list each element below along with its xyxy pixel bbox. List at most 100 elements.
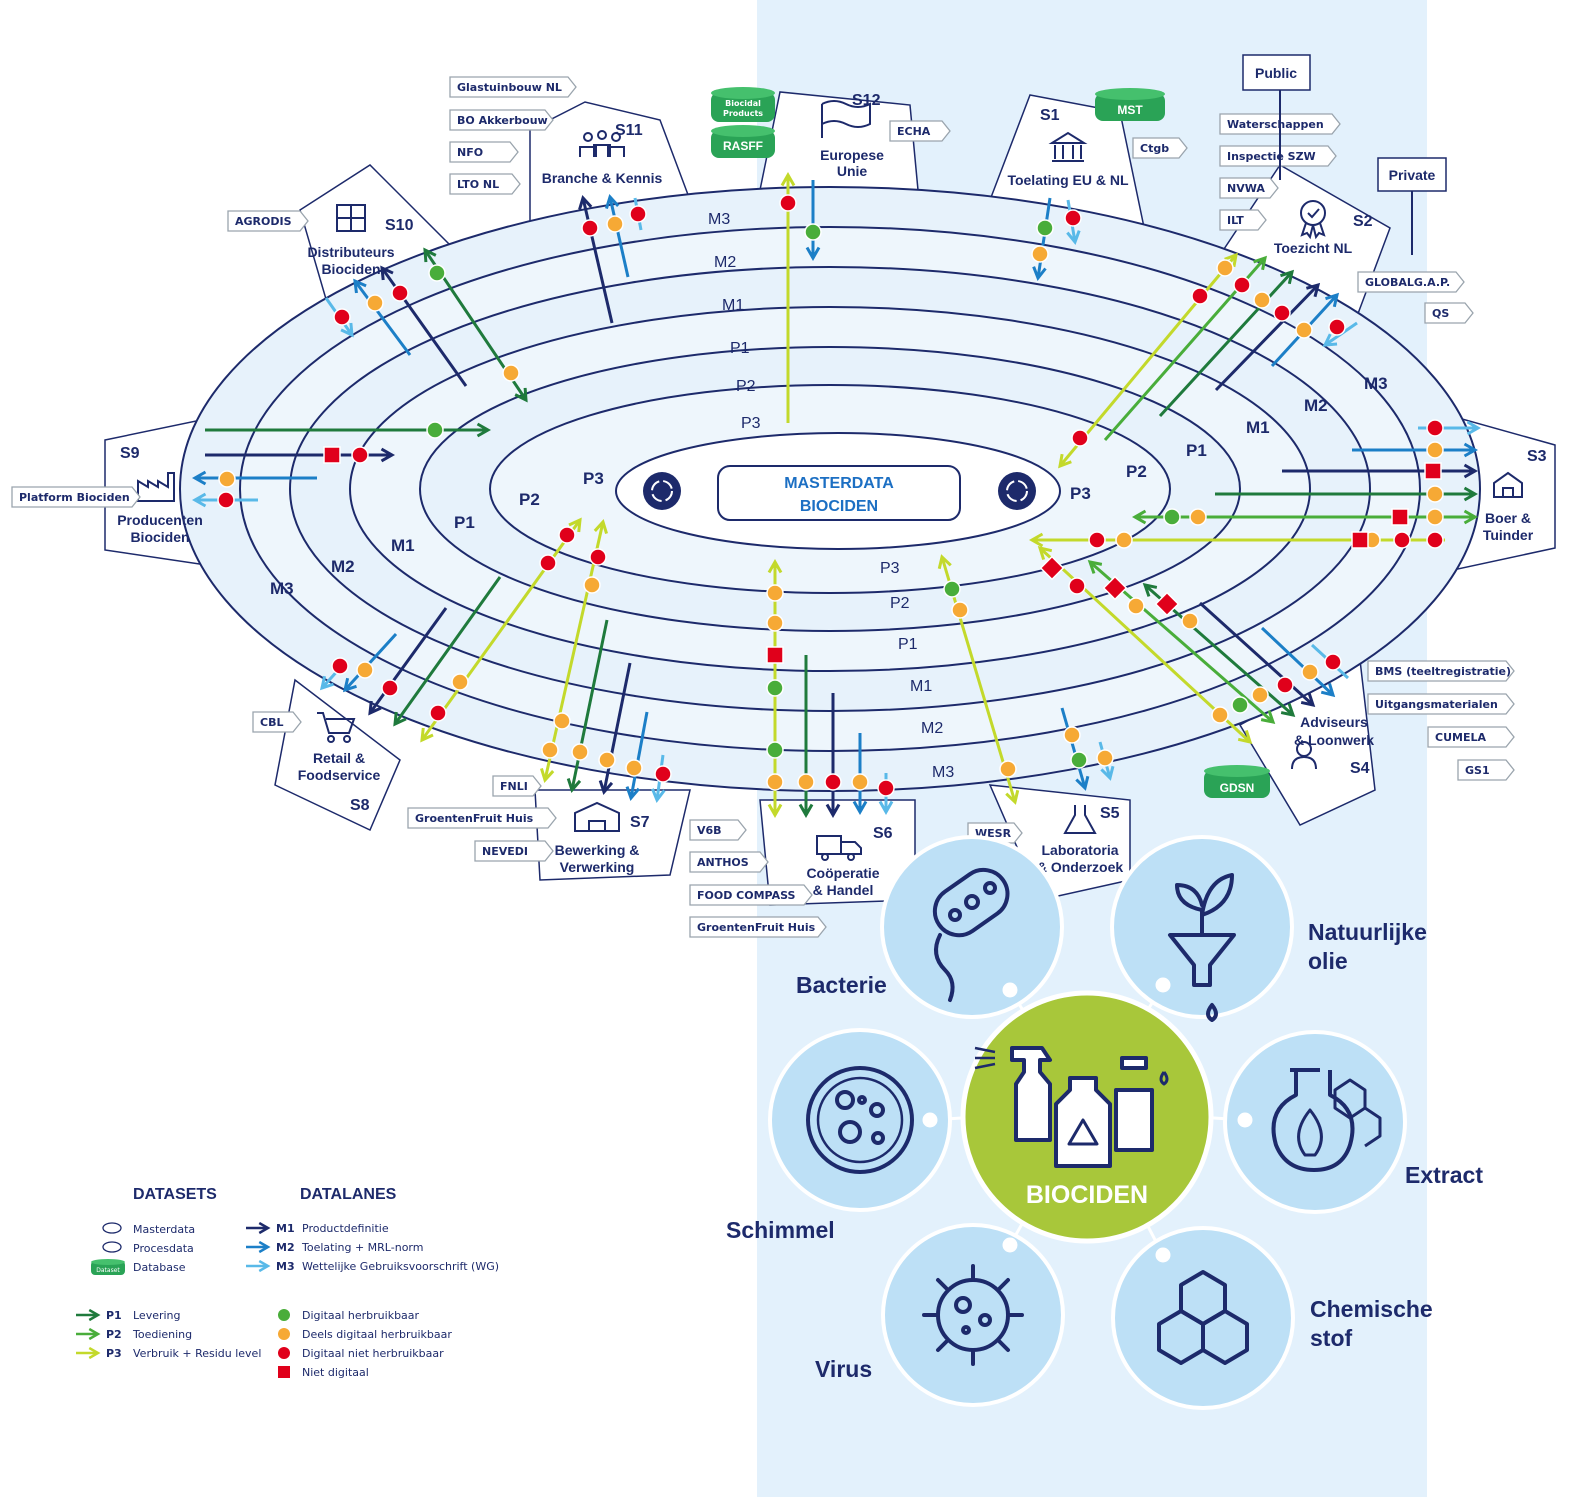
status-square xyxy=(1351,531,1369,549)
status-dot xyxy=(999,760,1017,778)
status-diamond xyxy=(1039,555,1065,581)
tag-label: ECHA xyxy=(897,125,931,138)
status-dot xyxy=(766,679,784,697)
db-rasff: RASFF xyxy=(723,139,763,153)
chemische-stof-bubble[interactable] xyxy=(1111,1226,1295,1410)
tag-s6-1[interactable]: ANTHOS xyxy=(689,851,769,873)
tag-s8-0[interactable]: CBL xyxy=(252,711,302,733)
legend-masterdata-symbol xyxy=(102,1222,122,1234)
legend-datasets-title: DATASETS xyxy=(133,1186,217,1203)
lane-label-right-m3: M3 xyxy=(1364,374,1388,393)
virus-bubble[interactable] xyxy=(881,1223,1065,1407)
arrow-s4-m1 xyxy=(1198,601,1316,708)
tag-s6-0[interactable]: V6B xyxy=(689,819,747,841)
status-dot xyxy=(1068,577,1086,595)
db-mst: MST xyxy=(1117,103,1143,117)
status-dot xyxy=(766,773,784,791)
tag-s1-0[interactable]: Ctgb xyxy=(1132,137,1188,159)
stakeholder-name2-s3: Tuinder xyxy=(1483,527,1534,543)
tag-s11-0[interactable]: Glastuinbouw NL xyxy=(449,76,577,98)
status-square xyxy=(323,446,341,464)
arrow-s2-p3 xyxy=(1058,252,1238,469)
status-dot xyxy=(797,773,815,791)
bacterie-bubble[interactable] xyxy=(880,835,1064,1019)
legend-status-label: Digitaal herbruikbaar xyxy=(302,1309,420,1322)
status-dot xyxy=(571,743,589,761)
arrow-s7-m2 xyxy=(625,711,649,801)
arrow-s8-m2 xyxy=(342,632,398,693)
virus-icon xyxy=(922,1264,1024,1366)
tag-label: ANTHOS xyxy=(697,856,749,869)
status-dot xyxy=(779,194,797,212)
arrow-s2-p1 xyxy=(1158,269,1295,418)
masterdata-box[interactable] xyxy=(717,465,961,521)
legend-procesdata: Procesdata xyxy=(133,1242,194,1255)
status-dot xyxy=(1064,209,1082,227)
lane-label-top-m1: M1 xyxy=(722,297,744,314)
biociden-cluster: BIOCIDEN Bacterie Natuurlijke olie Extra… xyxy=(726,835,1483,1410)
tag-s11-2[interactable]: NFO xyxy=(449,141,519,163)
label-stof: stof xyxy=(1310,1325,1353,1351)
status-square xyxy=(1424,462,1442,480)
tag-label: Platform Biociden xyxy=(19,491,130,504)
tag-s7-0[interactable]: FNLI xyxy=(492,775,542,797)
tag-label: Inspectie SZW xyxy=(1227,150,1316,163)
flag-private: Private xyxy=(1377,157,1447,255)
schimmel-bubble[interactable] xyxy=(768,1028,952,1212)
tag-s2-5[interactable]: QS xyxy=(1424,302,1474,324)
tag-s12-0[interactable]: ECHA xyxy=(889,120,951,142)
status-dot xyxy=(629,205,647,223)
tag-s2-2[interactable]: NVWA xyxy=(1219,177,1279,199)
tag-s11-1[interactable]: BO Akkerbouw xyxy=(449,109,554,131)
tag-label: QS xyxy=(1432,307,1449,320)
tag-s4-2[interactable]: CUMELA xyxy=(1427,726,1515,748)
status-dot xyxy=(1328,318,1346,336)
stakeholder-name-s11: Branche & Kennis xyxy=(542,170,663,186)
tag-s10-0[interactable]: AGRODIS xyxy=(227,210,309,232)
tag-s11-3[interactable]: LTO NL xyxy=(449,173,521,195)
stakeholder-code-s8: S8 xyxy=(350,797,370,814)
legend-database-symbol-label: Dataset xyxy=(96,1267,120,1274)
stakeholder-name2-s12: Unie xyxy=(837,163,868,179)
status-dot xyxy=(558,526,576,544)
extract-bubble[interactable] xyxy=(1223,1030,1407,1214)
tag-s4-3[interactable]: GS1 xyxy=(1457,759,1515,781)
legend-status-symbol xyxy=(278,1347,290,1359)
status-dot xyxy=(654,765,672,783)
tag-s7-1[interactable]: GroentenFruit Huis xyxy=(407,807,557,829)
label-natuurlijke: Natuurlijke xyxy=(1308,919,1427,945)
tag-s4-0[interactable]: BMS (teeltregistratie) xyxy=(1367,660,1515,682)
tag-s9-0[interactable]: Platform Biociden xyxy=(11,486,141,508)
sector-s8-shape xyxy=(274,678,401,832)
tag-s2-1[interactable]: Inspectie SZW xyxy=(1219,145,1337,167)
status-dot xyxy=(541,741,559,759)
tag-label: CUMELA xyxy=(1435,731,1486,744)
status-dot xyxy=(1071,429,1089,447)
tag-label: AGRODIS xyxy=(235,215,292,228)
tag-s7-2[interactable]: NEVEDI xyxy=(474,840,554,862)
status-dot xyxy=(625,759,643,777)
lane-label-right-m2: M2 xyxy=(1304,396,1328,415)
tag-label: CBL xyxy=(260,716,283,729)
status-dot xyxy=(1426,419,1444,437)
tag-s6-2[interactable]: FOOD COMPASS xyxy=(689,884,813,906)
tag-s2-3[interactable]: ILT xyxy=(1219,209,1267,231)
tag-s6-3[interactable]: GroentenFruit Huis xyxy=(689,916,827,938)
tag-s4-1[interactable]: Uitgangsmaterialen xyxy=(1367,693,1515,715)
tag-label: Glastuinbouw NL xyxy=(457,81,562,94)
tag-s2-4[interactable]: GLOBALG.A.P. xyxy=(1357,271,1465,293)
